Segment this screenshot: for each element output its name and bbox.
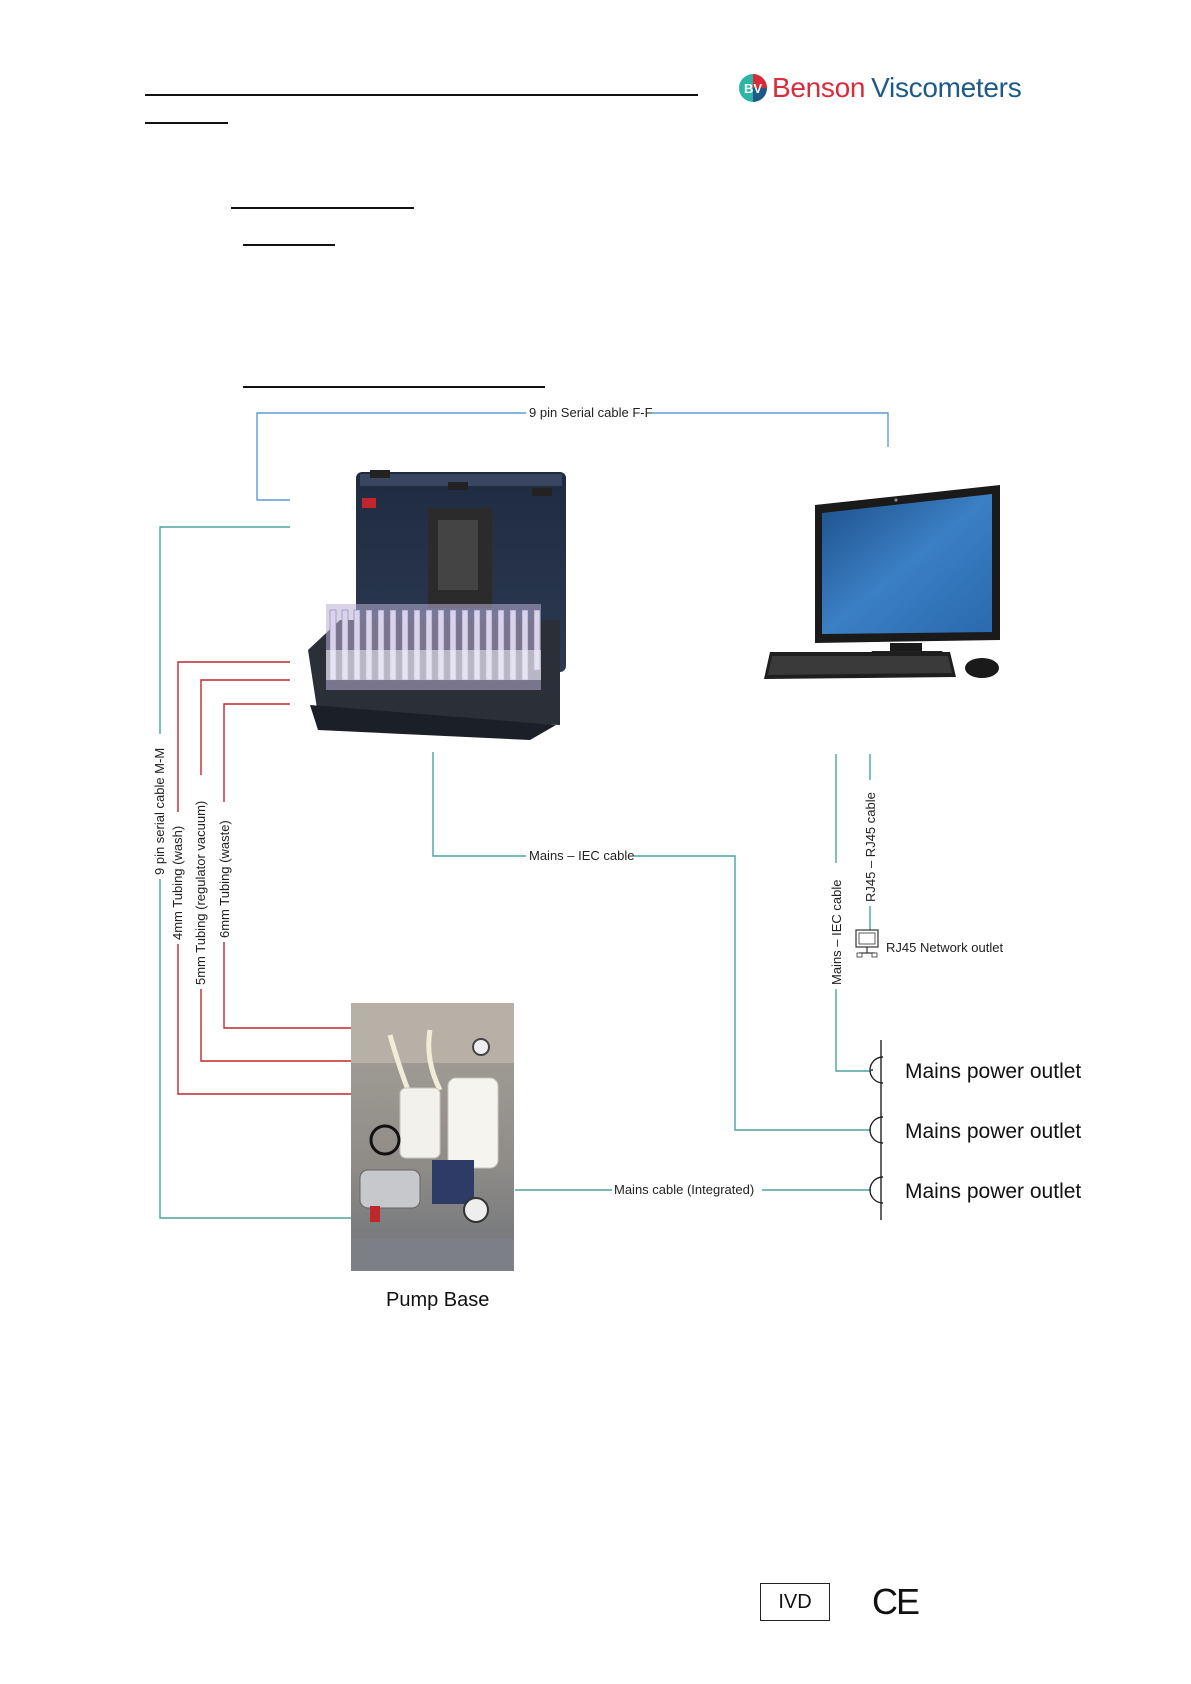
- serial-ff-label: 9 pin Serial cable F-F: [529, 405, 653, 420]
- pump-base-image: [351, 1003, 514, 1271]
- serial-mm-line: [159, 526, 351, 1219]
- network-outlet-label: RJ45 Network outlet: [886, 940, 1003, 955]
- ivd-mark: IVD: [760, 1583, 830, 1621]
- serial-mm-label: 9 pin serial cable M-M: [152, 748, 167, 875]
- tubing-waste-line: [223, 703, 351, 1029]
- mains-iec-line: [432, 752, 871, 1131]
- section-rule-1: [231, 207, 414, 209]
- serial-ff-line: [256, 412, 889, 501]
- outlet-1-label: Mains power outlet: [905, 1060, 1081, 1083]
- outlet-2-label: Mains power outlet: [905, 1120, 1081, 1143]
- mains-iec-label: Mains – IEC cable: [529, 848, 635, 863]
- section-rule-2: [243, 244, 335, 246]
- outlet-3-label: Mains power outlet: [905, 1180, 1081, 1203]
- autosampler-instrument-image: [308, 470, 566, 740]
- network-outlet-icon: [855, 929, 879, 958]
- tubing-waste-label: 6mm Tubing (waste): [217, 820, 232, 938]
- tubing-wash-label: 4mm Tubing (wash): [170, 826, 185, 940]
- all-in-one-computer-image: [764, 485, 1000, 679]
- brand-mark-icon: BV: [739, 74, 767, 102]
- header-rule-long: [145, 94, 698, 96]
- sample-tube-rack: [326, 604, 541, 690]
- mains-integrated-label: Mains cable (Integrated): [614, 1182, 754, 1197]
- section-rule-3: [243, 386, 545, 388]
- brand-name-2: Viscometers: [871, 72, 1022, 103]
- pc-mains-iec-label: Mains – IEC cable: [829, 880, 844, 986]
- header-rule-short: [145, 122, 228, 124]
- ce-mark: CE: [872, 1581, 920, 1622]
- pump-base-label: Pump Base: [386, 1289, 489, 1311]
- pc-mains-iec-line: [835, 754, 871, 1072]
- brand-name-1: Benson: [772, 72, 866, 103]
- power-outlet-icon: [869, 1040, 884, 1220]
- tubing-vacuum-label: 5mm Tubing (regulator vacuum): [193, 801, 208, 985]
- rj45-label: RJ45 – RJ45 cable: [863, 792, 878, 902]
- brand-mark-text: BV: [744, 81, 762, 96]
